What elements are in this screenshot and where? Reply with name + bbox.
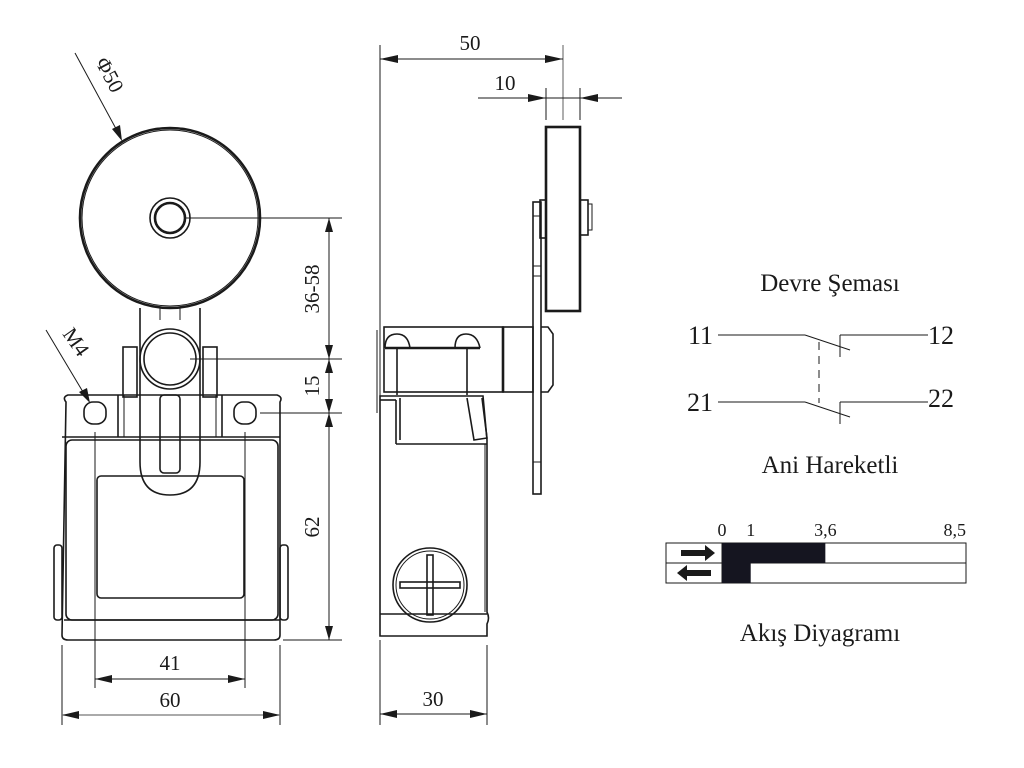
- travel-bar-forward-travel: [722, 543, 826, 563]
- roller-side: [539, 125, 593, 313]
- roller-width-label: 10: [495, 71, 516, 95]
- body-depth-label: 30: [423, 687, 444, 711]
- lever-arm: [139, 308, 201, 496]
- side-view: 50 10 30: [376, 31, 622, 725]
- mounting-hole-left: [83, 401, 107, 425]
- mounting-hole-right: [233, 401, 257, 425]
- roller-diameter-label: Φ50: [91, 53, 129, 96]
- circuit-title: Devre Şeması: [760, 270, 900, 297]
- travel-diagram-title: Akış Diyagramı: [740, 620, 900, 647]
- terminal-11: 11: [688, 321, 713, 350]
- terminal-22: 22: [928, 384, 954, 413]
- terminal-21: 21: [687, 388, 713, 417]
- travel-tick-label: 0: [718, 520, 727, 540]
- circuit-diagram: Devre Şeması 11 12 21 22 Ani Hareketli: [687, 270, 954, 479]
- arrow-right-icon: [681, 545, 715, 561]
- lever-plate-side: [532, 201, 542, 495]
- travel-tick-label: 8,5: [944, 520, 967, 540]
- thread-dimension: M4: [45, 323, 95, 403]
- body-width-label: 60: [160, 688, 181, 712]
- front-view: Φ50 M4 36-58 15 62: [45, 52, 342, 725]
- pivot-offset-label: 15: [300, 376, 324, 397]
- terminal-12: 12: [928, 321, 954, 350]
- horizontal-dimensions-front: 41 60: [61, 432, 281, 725]
- cross-screw-icon: [399, 554, 461, 616]
- switch-body-front: [53, 394, 289, 641]
- thread-label: M4: [58, 323, 95, 361]
- travel-tick-label: 1: [746, 520, 755, 540]
- pivot-hub: [122, 328, 218, 398]
- body-height-label: 62: [300, 517, 324, 538]
- roller-diameter-dimension: Φ50: [74, 52, 129, 141]
- travel-tick-label: 3,6: [814, 520, 837, 540]
- circuit-type-label: Ani Hareketli: [762, 452, 899, 479]
- travel-bar-return-travel: [722, 563, 751, 583]
- hole-spacing-label: 41: [160, 651, 181, 675]
- contact-nc-2: [718, 401, 928, 424]
- vertical-dimensions: 36-58 15 62: [185, 217, 342, 641]
- lever-adjust-label: 36-58: [300, 265, 324, 314]
- contact-nc-1: [718, 334, 928, 357]
- pivot-shaft-side: [501, 326, 554, 393]
- roller-offset-label: 50: [460, 31, 481, 55]
- switch-body-side: [376, 326, 504, 637]
- arrow-left-icon: [677, 565, 711, 581]
- horizontal-dimensions-side: 50 10 30: [379, 31, 622, 725]
- cover-screw-outer: [392, 547, 468, 623]
